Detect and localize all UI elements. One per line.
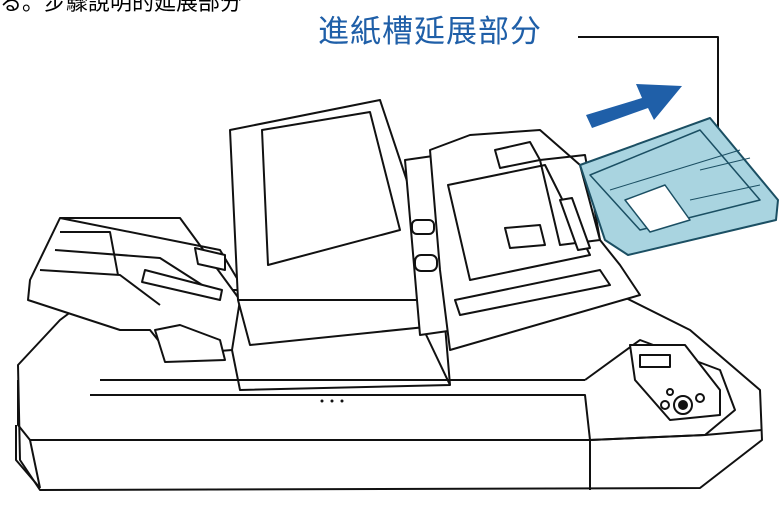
- callout-label: 進紙槽延展部分: [318, 14, 542, 50]
- cropped-header-text: る。步驟說明的延展部分: [0, 0, 243, 16]
- chute-extension: [579, 117, 779, 256]
- direction-arrow: [586, 84, 682, 128]
- callout-leader-line: [578, 36, 719, 158]
